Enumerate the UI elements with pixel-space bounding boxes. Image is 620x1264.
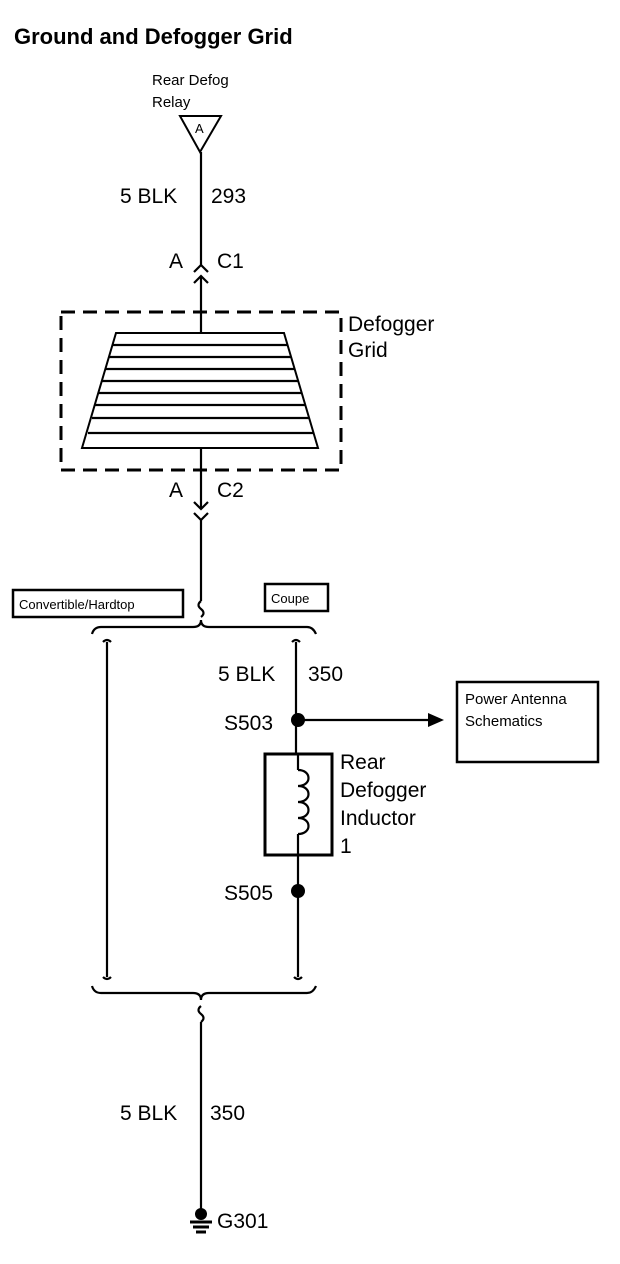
branch-right-bottom-hook — [293, 976, 303, 981]
option-convertible-hardtop — [11, 588, 185, 619]
splice-s505-label: S505 — [224, 882, 273, 905]
c1-pin-label: A — [169, 250, 183, 273]
power-antenna-label-line1: Power Antenna — [465, 691, 567, 708]
arrow-right-icon — [428, 713, 444, 727]
splice-s503-label: S503 — [224, 712, 273, 735]
ground-label: G301 — [217, 1210, 268, 1233]
defogger-grid-label-line1: Defogger — [348, 313, 434, 336]
option-coupe — [263, 582, 330, 613]
wire-break-bottom — [197, 1005, 205, 1023]
wire-350-coupe-gauge: 5 BLK — [218, 663, 275, 686]
defogger-grid-label-line2: Grid — [348, 339, 388, 362]
c2-pin-label: A — [169, 479, 183, 502]
inductor-label-line3: Inductor — [340, 807, 416, 830]
connector-c1-icon — [193, 263, 209, 284]
wire-350-ground-gauge: 5 BLK — [120, 1102, 177, 1125]
ground-icon — [190, 1208, 212, 1234]
option-brace-top — [90, 619, 318, 635]
wire-293-gauge: 5 BLK — [120, 185, 177, 208]
option-coupe-label: Coupe — [271, 591, 309, 606]
power-antenna-label-line2: Schematics — [465, 713, 543, 730]
relay-label-line1: Rear Defog — [152, 72, 229, 89]
page-title: Ground and Defogger Grid — [14, 24, 293, 49]
wire-293-circuit: 293 — [211, 185, 246, 208]
option-brace-bottom — [90, 985, 318, 1001]
branch-left-top-hook — [102, 638, 112, 643]
power-antenna-reference-box — [455, 680, 600, 764]
relay-terminal-icon — [178, 115, 223, 155]
wire-350-ground-circuit: 350 — [210, 1102, 245, 1125]
wire-350-coupe-circuit: 350 — [308, 663, 343, 686]
splice-s505-icon — [291, 884, 305, 898]
option-convertible-hardtop-label: Convertible/Hardtop — [19, 597, 135, 612]
inductor-coil-icon — [297, 768, 310, 836]
relay-pin-label: A — [195, 121, 204, 136]
wire-break-top — [197, 600, 205, 618]
inductor-label-line1: Rear — [340, 751, 386, 774]
branch-right-top-hook — [291, 638, 301, 643]
c2-name-label: C2 — [217, 479, 244, 502]
c1-name-label: C1 — [217, 250, 244, 273]
relay-label-line2: Relay — [152, 94, 191, 111]
defogger-grid-icon — [80, 332, 320, 449]
branch-left-bottom-hook — [102, 976, 112, 981]
inductor-label-line2: Defogger — [340, 779, 426, 802]
inductor-label-line4: 1 — [340, 835, 352, 858]
